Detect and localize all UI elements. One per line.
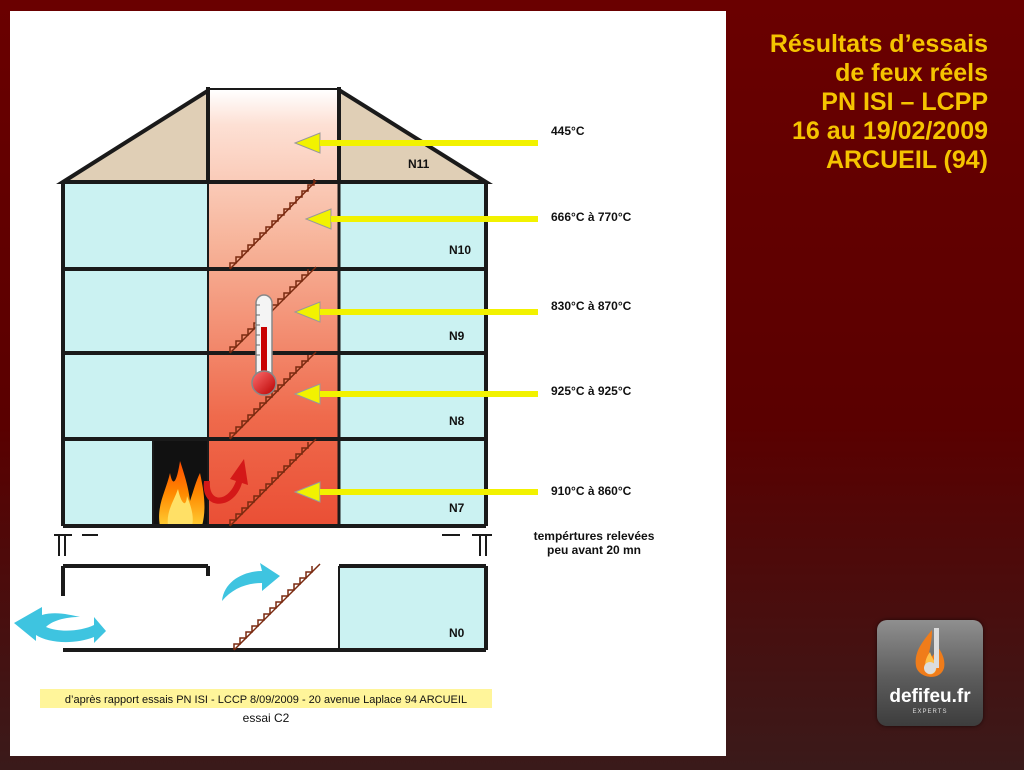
arrow-n11 — [293, 132, 538, 154]
slide-title: Résultats d’essais de feux réels PN ISI … — [688, 30, 988, 175]
level-label-n9: N9 — [449, 329, 465, 343]
measurement-arrows — [293, 132, 538, 503]
defifeu-logo: defifeu.fr EXPERTS — [877, 620, 983, 726]
temperature-label-n11: 445°C — [551, 124, 585, 138]
room-n10-right — [339, 182, 486, 269]
thermometer-icon — [251, 294, 277, 396]
room-n8-left — [63, 353, 208, 439]
room-n7-right — [339, 439, 486, 526]
slide-panel: N11 N10 N9 N8 N7 N0 445°C 666°C à 770°C … — [10, 11, 726, 756]
staircase — [229, 179, 321, 651]
room-n7-left — [63, 439, 153, 526]
building-structure — [61, 87, 488, 652]
level-label-n0: N0 — [449, 626, 465, 640]
room-n9-left — [63, 269, 208, 353]
air-flow-arrow-stair-icon — [222, 563, 280, 601]
level-label-n11: N11 — [408, 157, 430, 171]
flame-logo-icon — [915, 628, 945, 677]
title-line-2: de feux réels — [835, 59, 988, 87]
building-section-diagram: N11 N10 N9 N8 N7 N0 445°C 666°C à 770°C … — [14, 87, 655, 725]
measurement-note-line1: tempértures relevées — [534, 529, 655, 543]
temperature-label-n10: 666°C à 770°C — [551, 210, 632, 224]
arrow-n7 — [293, 481, 538, 503]
level-label-n8: N8 — [449, 414, 465, 428]
logo-tagline: EXPERTS — [912, 709, 948, 715]
air-flow-arrow-outside-icon — [14, 607, 106, 643]
temperature-label-n9: 830°C à 870°C — [551, 299, 632, 313]
source-caption: d’après rapport essais PN ISI - LCCP 8/0… — [65, 694, 467, 706]
source-caption-highlight — [40, 689, 492, 708]
title-line-5: ARCUEIL (94) — [825, 146, 988, 174]
fire-flames — [159, 461, 205, 526]
room-n10-left — [63, 182, 208, 269]
test-label: essai C2 — [243, 711, 290, 725]
title-line-1: Résultats d’essais — [769, 30, 988, 58]
section-break-marks — [54, 534, 492, 556]
room-n0-right — [339, 566, 486, 650]
title-line-4: 16 au 19/02/2009 — [792, 117, 988, 145]
arrow-n9 — [293, 301, 538, 323]
measurement-note-line2: peu avant 20 mn — [547, 543, 641, 557]
logo-name: defifeu.fr — [889, 686, 971, 707]
arrow-n8 — [293, 383, 538, 405]
level-label-n7: N7 — [449, 501, 465, 515]
temperature-label-n7: 910°C à 860°C — [551, 484, 632, 498]
arrow-n10 — [304, 208, 538, 230]
title-line-3: PN ISI – LCPP — [821, 88, 988, 116]
level-label-n10: N10 — [449, 243, 471, 257]
temperature-label-n8: 925°C à 925°C — [551, 384, 632, 398]
fire-flow-arrow-icon — [203, 459, 248, 504]
